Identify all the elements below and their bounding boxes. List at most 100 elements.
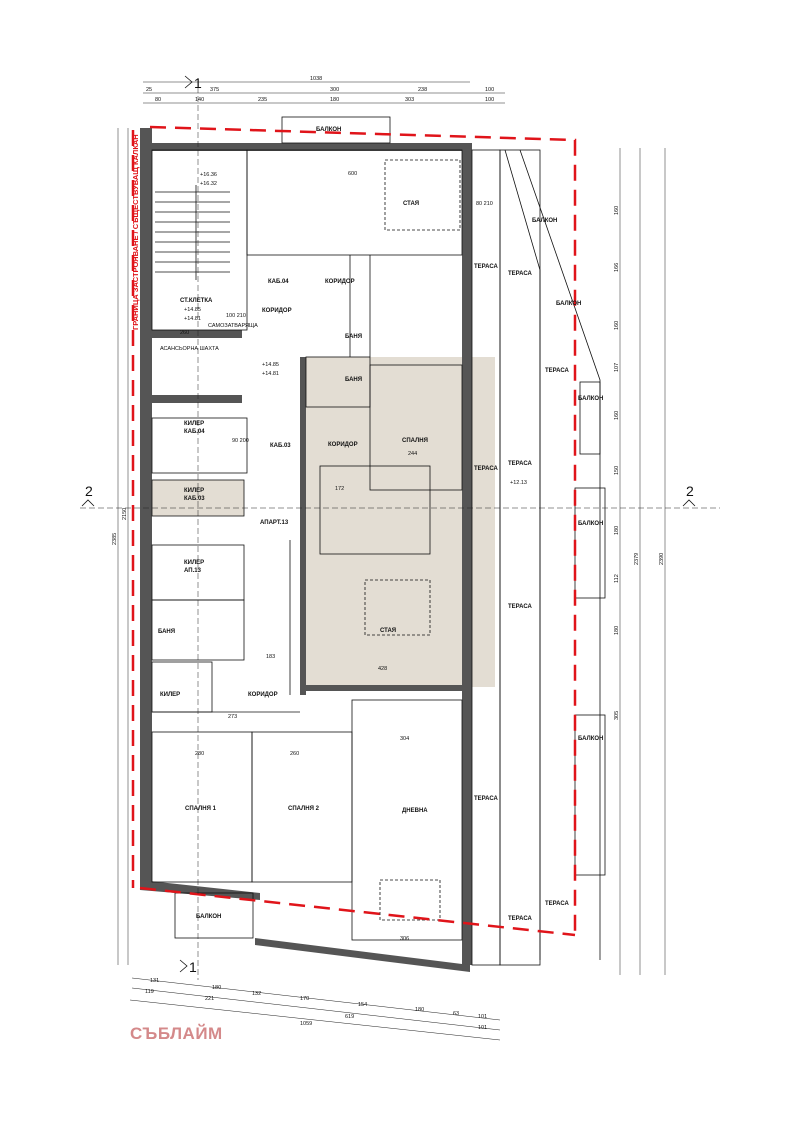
dim-text: 306 — [400, 936, 409, 942]
room-label-cab03: КАБ.03 — [270, 443, 291, 449]
dim-text: 112 — [614, 574, 620, 583]
room-label-stairwell: СТ.КЛЕТКА — [180, 298, 213, 304]
level-mark: +14.85 — [184, 307, 201, 313]
dim-text: 375 — [210, 87, 219, 93]
dim-text: 25 — [146, 87, 152, 93]
room-label-bedroom-2: СПАЛНЯ 2 — [288, 806, 320, 812]
door-size-label: 100 210 — [226, 313, 246, 319]
room-label-terrace: ТЕРАСА — [508, 461, 533, 467]
dim-text: 260 — [180, 330, 189, 336]
room-label-storage: АП.13 — [184, 568, 202, 574]
room-label-balcony: БАЛКОН — [316, 127, 341, 133]
room-label-terrace: ТЕРАСА — [508, 604, 533, 610]
room-label-cab04: КАБ.04 — [268, 279, 289, 285]
svg-text:1: 1 — [194, 75, 202, 91]
room-label-elevator: АСАНСЬОРНА ШАХТА — [160, 346, 219, 352]
dim-text: 2390 — [659, 553, 665, 565]
dim-text: 166 — [614, 263, 620, 272]
level-mark: +16.36 — [200, 172, 217, 178]
room-label-bathroom: БАНЯ — [345, 377, 362, 383]
room-label-corridor: КОРИДОР — [328, 442, 358, 448]
dim-text: 180 — [614, 626, 620, 635]
dim-text: 154 — [358, 1002, 367, 1008]
dim-text: 119 — [145, 989, 154, 995]
level-mark: +14.85 — [262, 362, 279, 368]
dim-text: 140 — [195, 97, 204, 103]
svg-text:2: 2 — [85, 483, 93, 499]
room-label-day-room: ДНЕВНА — [402, 808, 428, 814]
dim-text: 160 — [614, 206, 620, 215]
dim-text: 300 — [330, 87, 339, 93]
dim-text: 2150 — [122, 508, 128, 520]
room-label-bedroom-1: СПАЛНЯ 1 — [185, 806, 217, 812]
dim-text: 80 — [155, 97, 161, 103]
level-mark: +14.81 — [184, 316, 201, 322]
dim-text: 244 — [408, 451, 417, 457]
room-label-corridor: КОРИДОР — [262, 308, 292, 314]
room-label-balcony: БАЛКОН — [196, 914, 221, 920]
dim-text: 428 — [378, 666, 387, 672]
room-label-balcony: БАЛКОН — [578, 736, 603, 742]
dim-text: 221 — [205, 996, 214, 1002]
room-label-bathroom: БАНЯ — [345, 334, 362, 340]
room-label-bathroom: БАНЯ — [158, 629, 175, 635]
dim-text: 2379 — [634, 553, 640, 565]
level-mark: +14.81 — [262, 371, 279, 377]
room-label-corridor: КОРИДОР — [248, 692, 278, 698]
room-label-balcony: БАЛКОН — [532, 218, 557, 224]
dim-text: 170 — [300, 996, 309, 1002]
dim-text: 2385 — [112, 533, 118, 545]
room-label-storage: КАБ.04 — [184, 429, 205, 435]
dim-text: 101 — [478, 1025, 487, 1031]
dim-text: 1059 — [300, 1021, 312, 1027]
dim-text: 100 — [485, 87, 494, 93]
watermark-logo: СЪБЛАЙМ — [130, 1024, 223, 1043]
svg-text:2: 2 — [686, 483, 694, 499]
door-label: САМОЗАТВАРЯЩА — [208, 323, 258, 329]
section-marker-1-top: 1 — [184, 75, 202, 91]
stair-treads — [155, 185, 230, 280]
dim-text: 131 — [150, 978, 159, 984]
room-label-balcony: БАЛКОН — [578, 521, 603, 527]
room-label-terrace: ТЕРАСА — [545, 901, 570, 907]
boundary-label: ГРАНИЦА ЗАСТРОЯВАНЕ / СЪЩЕСТВУВАЩ КАЛКАН — [131, 134, 140, 330]
dim-text: 160 — [614, 321, 620, 330]
level-mark: +16.32 — [200, 181, 217, 187]
dim-text: 273 — [228, 714, 237, 720]
door-size-label: 80 210 — [476, 201, 493, 207]
dimension-lines — [80, 78, 720, 1041]
dim-text: 260 — [290, 751, 299, 757]
room-label-living: СТАЯ — [403, 201, 419, 207]
dim-text: 180 — [212, 985, 221, 991]
apartment-13-highlight — [300, 357, 465, 687]
room-label-storage: КИЛЕР — [184, 421, 204, 427]
room-label-balcony: БАЛКОН — [556, 301, 581, 307]
building-boundary-line — [131, 125, 577, 937]
dim-text: 183 — [266, 654, 275, 660]
exterior-walls — [140, 128, 472, 972]
room-label-storage: КАБ.03 — [184, 496, 205, 502]
dim-text: 160 — [614, 411, 620, 420]
dim-text: 619 — [345, 1014, 354, 1020]
room-label-terrace: ТЕРАСА — [474, 796, 499, 802]
dim-text: 303 — [405, 97, 414, 103]
room-label-balcony: БАЛКОН — [578, 396, 603, 402]
dim-text: 280 — [195, 751, 204, 757]
dim-text: 305 — [614, 711, 620, 720]
room-label-corridor: КОРИДОР — [325, 279, 355, 285]
room-label-storage: КИЛЕР — [184, 560, 204, 566]
apartment-number: АПАРТ.13 — [260, 520, 289, 526]
dim-text: 235 — [258, 97, 267, 103]
room-label-terrace: ТЕРАСА — [545, 368, 570, 374]
dim-text: 101 — [478, 1014, 487, 1020]
section-marker-2-left: 2 — [81, 483, 95, 507]
room-label-bedroom: СПАЛНЯ — [402, 438, 428, 444]
dim-text: 180 — [614, 526, 620, 535]
dim-text: 107 — [614, 363, 620, 372]
section-marker-1-bottom: 1 — [179, 959, 197, 975]
room-label-terrace: ТЕРАСА — [508, 916, 533, 922]
dim-text: 238 — [418, 87, 427, 93]
level-mark: +12.13 — [510, 480, 527, 486]
door-size-label: 90 200 — [232, 438, 249, 444]
